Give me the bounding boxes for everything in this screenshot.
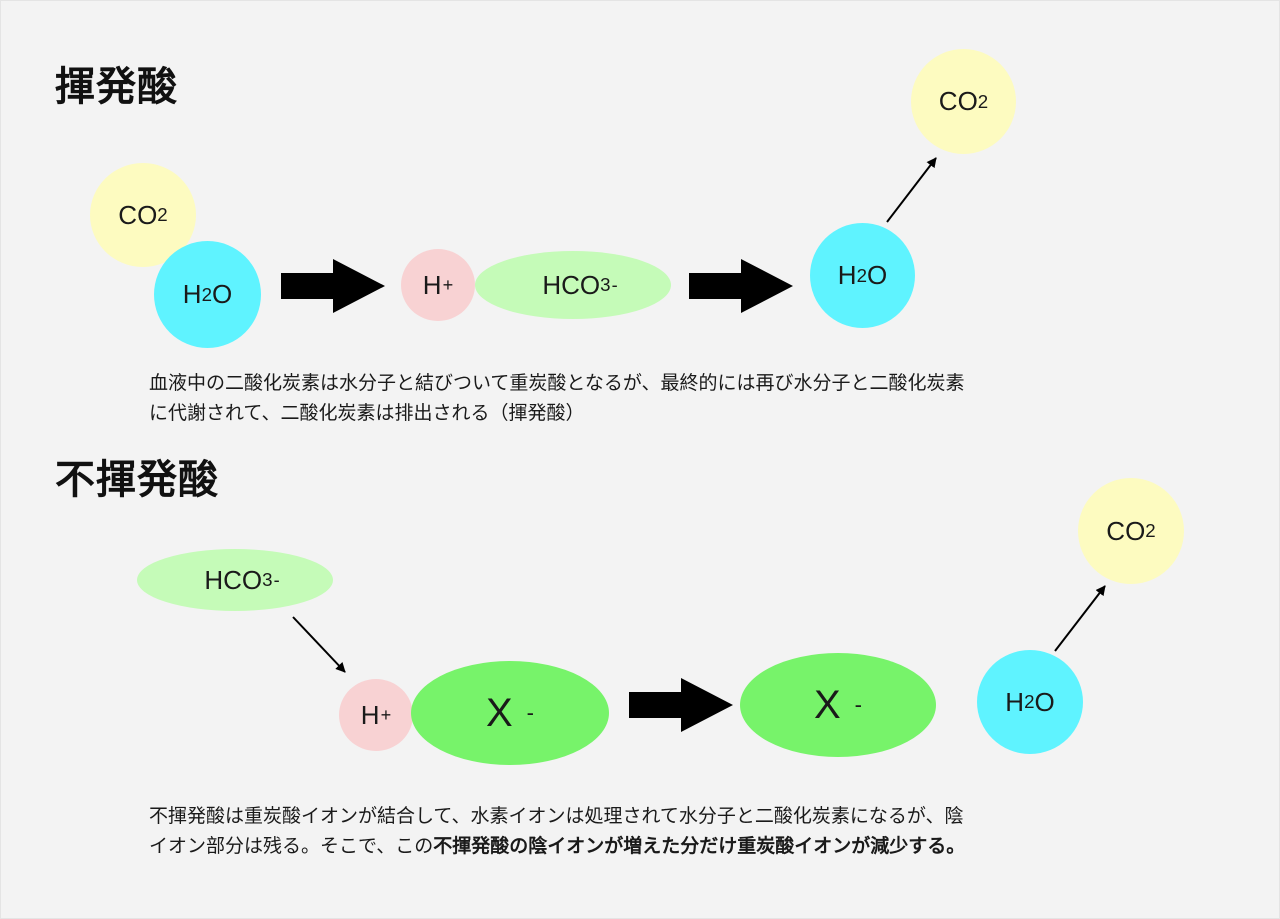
h2o-subscript: 2	[201, 283, 212, 305]
volatile-acid-description: 血液中の二酸化炭素は水分子と結びついて重炭酸となるが、最終的には再び水分子と二酸…	[149, 368, 964, 429]
hco3-label: HCO	[204, 564, 263, 595]
co2-label: CO	[938, 86, 978, 116]
h-label: H	[360, 699, 380, 730]
exhale-arrow	[1054, 585, 1106, 652]
co2-label: CO	[118, 199, 158, 230]
description-line-1: 不揮発酸は重炭酸イオンが結合して、水素イオンは処理されて水分子と二酸化炭素になる…	[149, 805, 964, 827]
hco3-charge: -	[273, 569, 280, 590]
volatile-acid-heading: 揮発酸	[55, 64, 178, 110]
anion-label: X	[813, 682, 841, 727]
description-line-2-normal: イオン部分は残る。そこで、この	[149, 835, 434, 858]
hco3-label: HCO	[542, 269, 601, 300]
co2-subscript: 2	[977, 90, 989, 112]
reaction-arrow-2	[689, 259, 793, 313]
hco3-subscript: 3	[600, 274, 611, 295]
reaction-arrow-1	[281, 259, 385, 313]
reaction-arrow-3	[629, 678, 733, 732]
h2o-label-o: O	[1034, 686, 1055, 717]
description-line-1: 血液中の二酸化炭素は水分子と結びついて重炭酸となるが、最終的には再び水分子と二酸…	[149, 372, 965, 394]
hydrogen-ion: H+	[401, 249, 475, 321]
remaining-anion: X-	[740, 653, 936, 757]
hco3-subscript: 3	[262, 569, 273, 590]
anion-charge: -	[526, 700, 534, 725]
anion-label: X	[485, 690, 513, 735]
description-line-2-emphasis: 不揮発酸の陰イオンが増えた分だけ重炭酸イオンが減少する。	[433, 835, 966, 858]
h-label: H	[422, 269, 442, 300]
h2o-label: H	[182, 279, 202, 309]
binding-arrow	[292, 616, 346, 673]
description-line-2: に代謝されて、二酸化炭素は排出される（揮発酸）	[149, 402, 585, 425]
h2o-label: H	[1005, 686, 1025, 717]
anion-charge: -	[854, 692, 862, 717]
co2-subscript: 2	[1145, 520, 1156, 541]
co2-label: CO	[1106, 515, 1146, 546]
nonvolatile-acid-heading: 不揮発酸	[55, 457, 219, 503]
hydrogen-ion: H+	[339, 679, 413, 751]
nonvolatile-anion: X-	[411, 661, 609, 765]
h2o-subscript: 2	[856, 264, 867, 286]
h2o-label: H	[837, 260, 857, 290]
description-line-2: イオン部分は残る。そこで、この不揮発酸の陰イオンが増えた分だけ重炭酸イオンが減少…	[149, 831, 965, 861]
exhale-arrow	[886, 157, 937, 223]
h2o-subscript: 2	[1024, 691, 1035, 712]
h-charge: +	[380, 704, 392, 725]
h2o-label-o: O	[211, 279, 233, 309]
co2-subscript: 2	[157, 204, 168, 225]
h-charge: +	[442, 274, 454, 295]
nonvolatile-acid-description: 不揮発酸は重炭酸イオンが結合して、水素イオンは処理されて水分子と二酸化炭素になる…	[149, 801, 965, 862]
h2o-label-o: O	[866, 260, 888, 290]
hco3-charge: -	[611, 274, 618, 295]
